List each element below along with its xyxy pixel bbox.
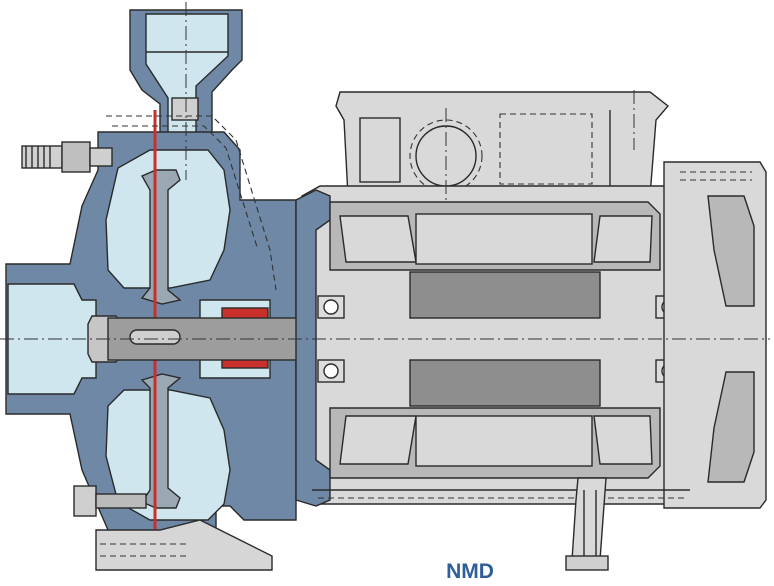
casing-bolt-lower (73, 485, 147, 517)
terminal-box (335, 91, 670, 197)
outlet-bolt (171, 97, 199, 121)
cooling-fan-lower (707, 371, 755, 483)
centerlines (0, 2, 770, 340)
rotor-upper (409, 271, 601, 319)
priming-plug (21, 141, 113, 173)
model-label: NMD (446, 560, 494, 583)
impeller-lower (140, 373, 182, 509)
rotor-lower (409, 359, 601, 407)
motor-foot (571, 477, 607, 561)
motor-section (295, 91, 767, 571)
cooling-fan-upper (707, 195, 755, 307)
front-bearing (317, 295, 345, 383)
motor-front-end-shield (295, 189, 331, 507)
pump-foot (95, 519, 273, 571)
shaft-keyway (129, 329, 181, 345)
impeller-upper (140, 169, 182, 305)
pump-section (5, 9, 297, 571)
